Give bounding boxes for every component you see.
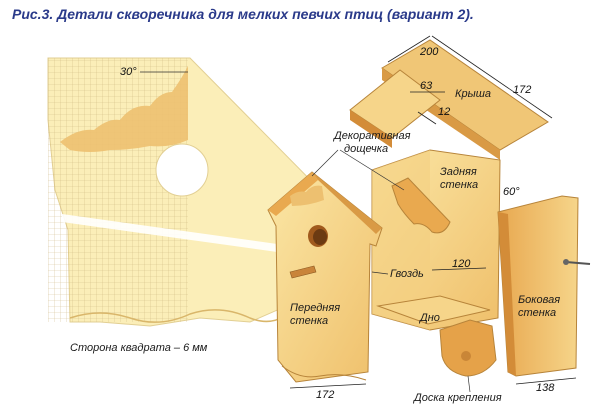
back-wall-part — [371, 149, 501, 377]
front-width-dimension: 172 — [316, 389, 335, 401]
bottom-label: Дно — [420, 312, 440, 324]
side-width-dimension: 138 — [536, 382, 555, 394]
inner-width-dimension: 120 — [452, 258, 471, 270]
nail-label: Гвоздь — [390, 268, 424, 280]
decor-board-label-2: дощечка — [344, 143, 389, 155]
decor-board-label-1: Декоративная — [334, 130, 411, 142]
side-wall-label-2: стенка — [518, 307, 557, 319]
front-wall-label-1: Передняя — [290, 302, 341, 314]
roof-label: Крыша — [455, 88, 491, 100]
front-wall-part — [267, 171, 383, 389]
template-sheet — [47, 57, 341, 327]
leader-lines — [311, 149, 471, 393]
roof-part — [349, 35, 553, 160]
side-wall-part — [497, 195, 591, 385]
roof-overhang-dimension: 63 — [420, 80, 433, 92]
grid-note: Сторона квадрата – 6 мм — [70, 342, 208, 354]
back-wall-label-2: стенка — [440, 179, 479, 191]
roof-width-dimension: 200 — [420, 46, 439, 58]
angle-30-label: 30° — [120, 66, 137, 78]
back-wall-label-1: Задняя — [440, 166, 477, 178]
roof-thickness-dimension: 12 — [438, 106, 451, 118]
side-wall-label-1: Боковая — [518, 294, 561, 306]
front-wall-label-2: стенка — [290, 315, 329, 327]
angle-60-label: 60° — [503, 186, 520, 198]
roof-depth-dimension: 172 — [513, 84, 532, 96]
mount-board-label: Доска крепления — [414, 392, 502, 404]
figure-title: Рис.3. Детали скворечника для мелких пев… — [12, 6, 474, 22]
